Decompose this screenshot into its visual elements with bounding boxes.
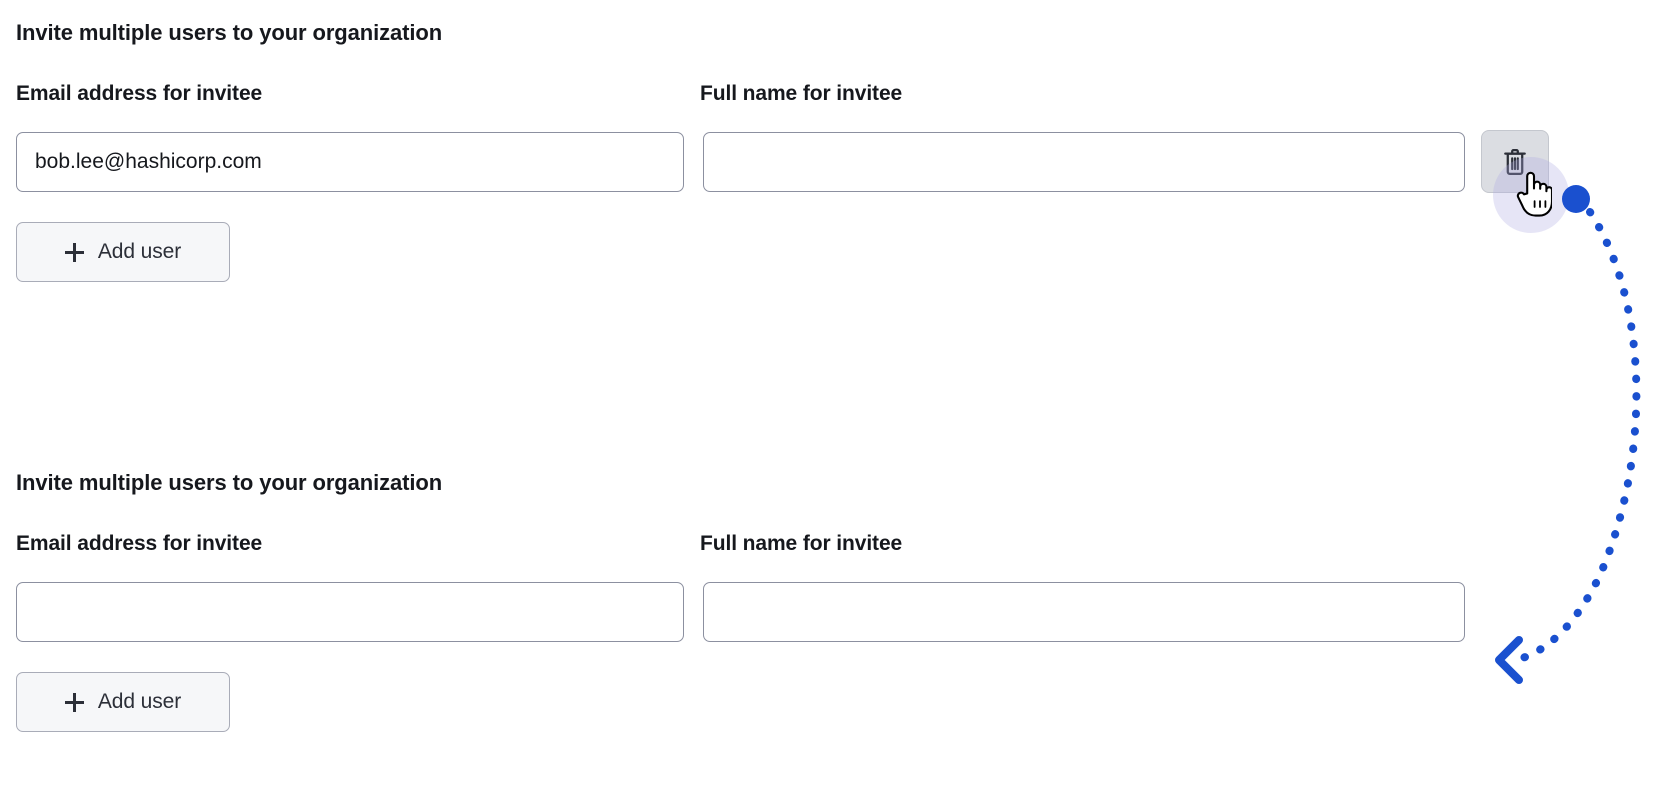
full-name-input[interactable] bbox=[703, 582, 1465, 642]
plus-icon bbox=[64, 692, 84, 712]
annotation-dotted-path bbox=[1508, 208, 1641, 665]
add-user-button[interactable]: Add user bbox=[16, 672, 230, 732]
full-name-field-label: Full name for invitee bbox=[700, 532, 903, 555]
email-field-label: Email address for invitee bbox=[16, 532, 263, 555]
delete-user-button[interactable] bbox=[1481, 130, 1549, 193]
email-input[interactable]: bob.lee@hashicorp.com bbox=[16, 132, 684, 192]
add-user-button[interactable]: Add user bbox=[16, 222, 230, 282]
page-title: Invite multiple users to your organizati… bbox=[16, 20, 443, 45]
full-name-input[interactable] bbox=[703, 132, 1465, 192]
add-user-button-label: Add user bbox=[97, 240, 182, 263]
plus-icon bbox=[64, 242, 84, 262]
annotation-arrowhead bbox=[1495, 636, 1523, 684]
email-field-label: Email address for invitee bbox=[16, 82, 263, 105]
email-input[interactable] bbox=[16, 582, 684, 642]
add-user-button-label: Add user bbox=[97, 690, 182, 713]
annotation-start-dot bbox=[1562, 185, 1590, 213]
trash-icon bbox=[1504, 148, 1526, 175]
page-title: Invite multiple users to your organizati… bbox=[16, 470, 443, 495]
full-name-field-label: Full name for invitee bbox=[700, 82, 903, 105]
